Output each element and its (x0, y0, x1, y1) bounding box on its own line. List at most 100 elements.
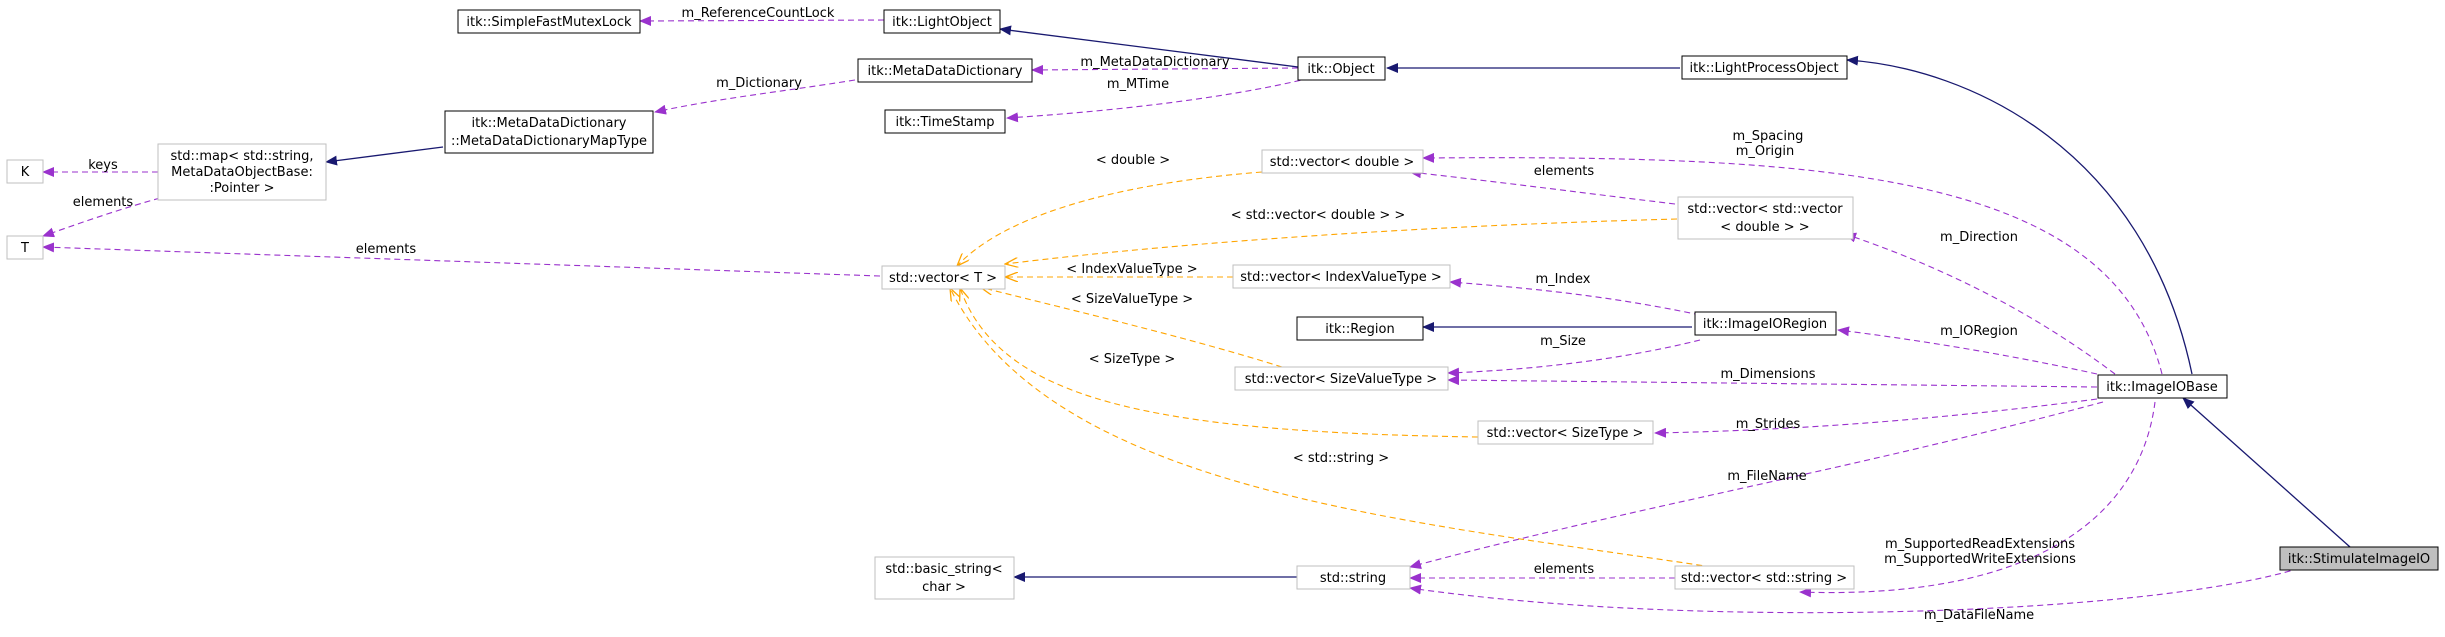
node-label: itk::LightObject (892, 15, 992, 30)
node-label: K (21, 165, 30, 180)
label-m-referencecountlock: m_ReferenceCountLock (682, 6, 835, 21)
node-label-line1: std::map< std::string, (170, 149, 313, 164)
label-indexvaluetype-tpl: < IndexValueType > (1066, 262, 1197, 277)
edge-vector-double-to-vector-t (957, 171, 1263, 266)
edge-vector-sizevaluetype-to-vector-t (980, 287, 1283, 368)
node-vector-t[interactable]: std::vector< T > (881, 265, 1006, 290)
node-lightprocessobject[interactable]: itk::LightProcessObject (1681, 55, 1848, 80)
node-metadatadictionary[interactable]: itk::MetaDataDictionary (857, 58, 1033, 83)
node-label: itk::ImageIORegion (1703, 317, 1827, 332)
node-simplefastmutexlock[interactable]: itk::SimpleFastMutexLock (457, 9, 641, 34)
edge-vector-string-to-vector-t (950, 288, 1713, 568)
node-label: itk::Object (1307, 62, 1374, 77)
edge-metadatadictionary-to-maptype (654, 79, 856, 115)
node-basic-string[interactable]: std::basic_string< char > (874, 556, 1015, 600)
edge-vector-t-to-t (42, 242, 881, 277)
node-label-line1: itk::MetaDataDictionary (472, 116, 627, 131)
label-sizetype-tpl: < SizeType > (1089, 352, 1176, 367)
label-m-supportedwriteextensions: m_SupportedWriteExtensions (1884, 552, 2076, 567)
node-label: itk::TimeStamp (895, 115, 994, 130)
node-lightobject[interactable]: itk::LightObject (883, 9, 1001, 34)
edge-stimulateimageio-to-string (1409, 567, 2301, 614)
edge-lightobject-to-mutexlock (639, 15, 885, 26)
nodes: itk::SimpleFastMutexLock itk::LightObjec… (6, 9, 2439, 600)
edge-imageiobase-to-vector-sizetype (1654, 398, 2098, 438)
node-imageiobase[interactable]: itk::ImageIOBase (2097, 374, 2228, 399)
node-vector-sizetype[interactable]: std::vector< SizeType > (1477, 420, 1654, 445)
label-m-datafilename: m_DataFileName (1924, 608, 2034, 623)
node-vector-string[interactable]: std::vector< std::string > (1674, 565, 1855, 590)
edge-lightobject-to-object (999, 25, 1299, 68)
node-string[interactable]: std::string (1296, 565, 1411, 590)
label-elements-vs: elements (1534, 562, 1595, 577)
node-label: itk::Region (1325, 322, 1395, 337)
label-m-index: m_Index (1536, 272, 1591, 287)
node-vector-sizevaluetype[interactable]: std::vector< SizeValueType > (1234, 366, 1449, 391)
node-label: itk::StimulateImageIO (2288, 552, 2430, 567)
label-m-metadatadictionary: m_MetaDataDictionary (1080, 55, 1229, 70)
node-imageioregion[interactable]: itk::ImageIORegion (1694, 311, 1837, 336)
node-label: itk::SimpleFastMutexLock (466, 15, 632, 30)
node-stdmap[interactable]: std::map< std::string, MetaDataObjectBas… (157, 143, 327, 201)
node-label-line2: ::MetaDataDictionaryMapType (451, 134, 647, 149)
node-object[interactable]: itk::Object (1297, 56, 1386, 81)
label-elements-vv: elements (1534, 164, 1595, 179)
label-string-tpl: < std::string > (1293, 451, 1389, 466)
edge-object-to-timestamp (1006, 77, 1311, 123)
node-label: T (20, 241, 29, 256)
edge-vector-vector-to-vector-double (1409, 168, 1676, 205)
label-elements-map: elements (73, 195, 134, 210)
label-m-dimensions: m_Dimensions (1720, 367, 1815, 382)
node-label-line2: char > (922, 580, 966, 595)
edge-stimulateimageio-to-imageiobase (2182, 397, 2351, 548)
edge-labels: m_ReferenceCountLock m_Dictionary m_Meta… (73, 6, 2076, 623)
edge-imageiobase-to-imageioregion (1837, 326, 2098, 375)
node-stimulateimageio[interactable]: itk::StimulateImageIO (2279, 546, 2439, 571)
label-m-supportedreadextensions: m_SupportedReadExtensions (1885, 537, 2075, 552)
node-label-line1: std::vector< std::vector (1687, 202, 1843, 217)
label-m-filename: m_FileName (1727, 469, 1806, 484)
node-label: std::vector< T > (889, 271, 997, 286)
node-label: std::vector< SizeType > (1487, 426, 1644, 441)
node-label-line2: < double > > (1720, 220, 1809, 235)
node-timestamp[interactable]: itk::TimeStamp (884, 109, 1006, 134)
label-m-size: m_Size (1540, 334, 1586, 349)
label-m-mtime: m_MTime (1107, 77, 1169, 92)
node-label-line2: MetaDataObjectBase: (171, 165, 313, 180)
node-label: itk::MetaDataDictionary (868, 64, 1023, 79)
node-k[interactable]: K (6, 159, 44, 184)
node-label-line1: std::basic_string< (885, 562, 1002, 577)
edge-imageioregion-to-vector-indexvaluetype (1449, 277, 1701, 316)
label-m-origin: m_Origin (1736, 144, 1794, 159)
node-vector-double[interactable]: std::vector< double > (1261, 149, 1424, 174)
label-m-dictionary: m_Dictionary (716, 76, 802, 91)
node-vector-indexvaluetype[interactable]: std::vector< IndexValueType > (1232, 264, 1451, 289)
edge-vector-vector-to-vector-t (1005, 218, 1678, 264)
edge-imageiobase-to-string (1409, 401, 2104, 569)
node-label: std::vector< IndexValueType > (1240, 270, 1442, 285)
node-label: std::string (1320, 571, 1386, 586)
node-label: std::vector< double > (1270, 155, 1414, 170)
edge-vector-sizetype-to-vector-t (960, 288, 1479, 438)
label-m-ioregion: m_IORegion (1940, 324, 2018, 339)
label-vector-double-tpl: < std::vector< double > > (1231, 208, 1406, 223)
edge-imageiobase-to-vector-double (1422, 152, 2163, 375)
node-label: itk::LightProcessObject (1689, 61, 1838, 76)
edge-maptype-to-stdmap (325, 146, 444, 166)
node-t[interactable]: T (6, 235, 44, 260)
node-label: itk::ImageIOBase (2106, 380, 2217, 395)
node-metadatadictionarymaptype[interactable]: itk::MetaDataDictionary ::MetaDataDictio… (444, 110, 654, 154)
edge-imageioregion-to-vector-sizevaluetype (1447, 339, 1701, 378)
label-elements-vector-t: elements (356, 242, 417, 257)
label-m-spacing: m_Spacing (1733, 129, 1804, 144)
label-double-tpl: < double > (1096, 153, 1170, 168)
edge-imageiobase-to-lightprocessobject (1846, 55, 2193, 375)
node-label: std::vector< SizeValueType > (1245, 372, 1437, 387)
node-label-line3: :Pointer > (209, 181, 274, 196)
node-vector-vector-double[interactable]: std::vector< std::vector < double > > (1677, 196, 1854, 240)
node-region[interactable]: itk::Region (1296, 316, 1424, 341)
edge-imageiobase-to-vector-vector (1844, 232, 2116, 375)
edge-stdmap-to-t (42, 197, 161, 238)
node-label: std::vector< std::string > (1681, 571, 1847, 586)
